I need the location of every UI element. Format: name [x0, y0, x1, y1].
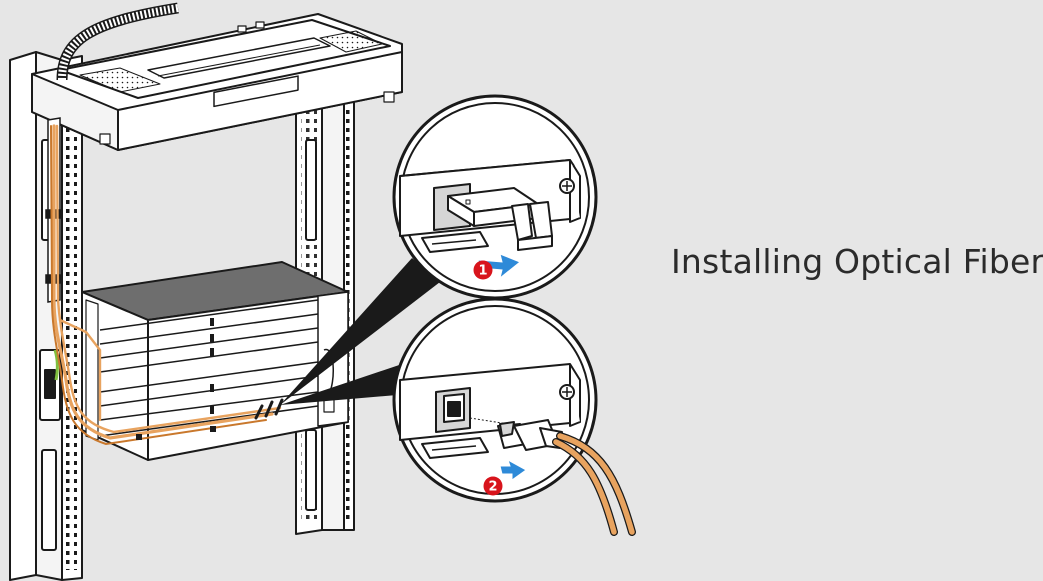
- step-badge-1: 1: [473, 260, 493, 280]
- step-number-1: 1: [478, 264, 487, 279]
- step-number-2: 2: [488, 480, 497, 495]
- top-cable-tray: [31, 13, 403, 151]
- step-badge-2: 2: [483, 476, 503, 496]
- connect-arrow-icon: [499, 458, 527, 481]
- left-rack-post: [9, 51, 83, 581]
- device-chassis: [81, 261, 349, 461]
- detail-view-connect-fiber: [392, 297, 636, 536]
- routed-optical-fibers: [50, 124, 284, 446]
- diagram-caption: Installing Optical Fibers: [671, 242, 1043, 281]
- corrugated-conduit: [56, 2, 179, 81]
- detail-view-insert-module: [392, 94, 598, 300]
